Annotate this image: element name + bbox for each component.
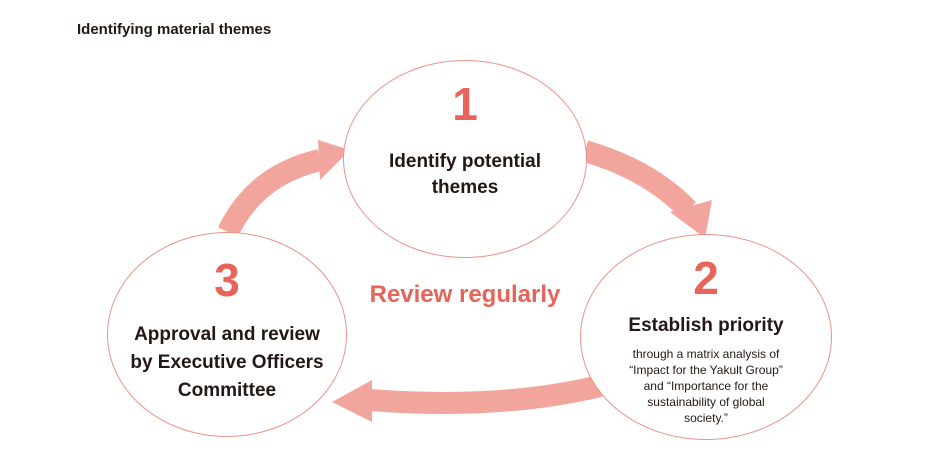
- step-3-heading: Approval and review by Executive Officer…: [130, 321, 323, 405]
- step-2-description-line: and “Importance for the: [643, 379, 769, 393]
- arrow-3-to-1: [218, 149, 323, 237]
- step-1-heading-line: themes: [431, 177, 499, 198]
- arrow-2-to-3: [369, 375, 603, 414]
- step-2-circle: 2 Establish priority through a matrix an…: [580, 234, 832, 440]
- center-label: Review regularly: [369, 281, 561, 308]
- step-1-heading: Identify potential themes: [389, 149, 541, 201]
- step-3-heading-line: Committee: [177, 380, 277, 401]
- step-2-description: through a matrix analysis of “Impact for…: [601, 346, 811, 426]
- diagram-title: Identifying material themes: [77, 21, 272, 38]
- step-3-number: 3: [214, 254, 240, 306]
- arrow-3-to-1-head: [318, 140, 350, 180]
- arrow-1-to-2: [581, 140, 696, 218]
- step-2-description-line: “Impact for the Yakult Group”: [629, 363, 783, 377]
- step-1-circle: 1 Identify potential themes: [343, 60, 587, 258]
- step-1-heading-line: Identify potential: [389, 151, 541, 172]
- step-3-circle: 3 Approval and review by Executive Offic…: [107, 232, 347, 437]
- step-2-heading: Establish priority: [628, 315, 784, 336]
- step-1-number: 1: [452, 78, 478, 130]
- arrow-2-to-3-head: [332, 380, 372, 422]
- step-2-description-line: through a matrix analysis of: [632, 347, 780, 361]
- step-2-description-line: sustainability of global: [647, 395, 765, 409]
- step-3-heading-line: by Executive Officers: [130, 352, 324, 373]
- step-2-number: 2: [693, 252, 719, 304]
- step-2-description-line: society.”: [684, 411, 728, 425]
- arrow-1-to-2-head: [670, 200, 712, 238]
- step-3-heading-line: Approval and review: [134, 324, 320, 345]
